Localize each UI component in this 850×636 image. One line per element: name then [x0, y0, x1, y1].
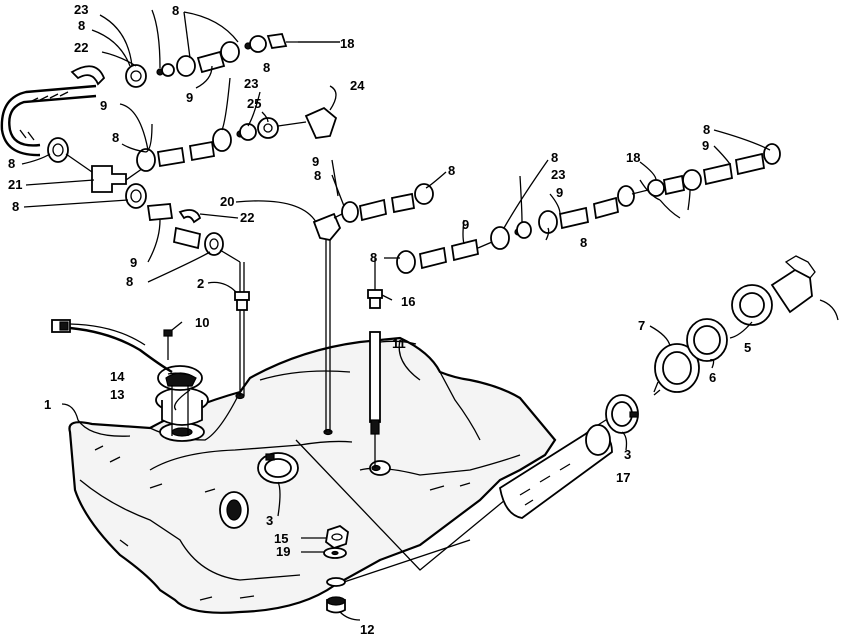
wiring-harness: [51, 319, 173, 374]
sender-screw: [163, 329, 173, 360]
fitting-16: [367, 258, 383, 309]
callout-label: 23: [551, 167, 565, 182]
callout-label: 3: [624, 447, 631, 462]
callout-label: 19: [276, 544, 290, 559]
callout-label: 23: [244, 76, 258, 91]
callout-label: 20: [220, 194, 234, 209]
callout-label: 8: [12, 199, 19, 214]
hose-routing-left: [0, 65, 241, 263]
callout-label: 21: [8, 177, 22, 192]
callout-label: 8: [112, 130, 119, 145]
hose-row-right: [396, 143, 781, 274]
callout-label: 8: [580, 235, 587, 250]
callout-label: 8: [172, 3, 179, 18]
callout-label: 9: [186, 90, 193, 105]
callout-label: 12: [360, 622, 374, 636]
vertical-line-center: [325, 236, 331, 432]
callout-label: 6: [709, 370, 716, 385]
callout-label: 8: [703, 122, 710, 137]
callout-label: 10: [195, 315, 209, 330]
callout-label: 25: [247, 96, 261, 111]
callout-label: 15: [274, 531, 288, 546]
callout-label: 8: [263, 60, 270, 75]
leader-lines: [21, 9, 771, 621]
callout-label: 24: [350, 78, 365, 93]
callout-label: 9: [130, 255, 137, 270]
callout-label: 8: [314, 168, 321, 183]
callout-label: 17: [616, 470, 630, 485]
fuel-sender-assembly: [155, 365, 209, 436]
filler-cap-assembly: [731, 255, 839, 326]
callout-label: 9: [100, 98, 107, 113]
callout-label: 9: [312, 154, 319, 169]
tank-mount: [326, 577, 346, 614]
filler-gasket: [686, 318, 728, 362]
callout-label: 23: [74, 2, 88, 17]
callout-label: 8: [448, 163, 455, 178]
callout-labels: 1 2 3 3 5 6 7 8 8 8 8 8 8 8 8 8 8 8 8 8 …: [8, 2, 751, 636]
callout-label: 8: [126, 274, 133, 289]
callout-label: 18: [626, 150, 640, 165]
callout-label: 5: [744, 340, 751, 355]
callout-label: 16: [401, 294, 415, 309]
fuel-tank: [68, 336, 557, 614]
nut: [325, 524, 349, 550]
callout-label: 22: [74, 40, 88, 55]
callout-label: 2: [197, 276, 204, 291]
callout-label: 7: [638, 318, 645, 333]
callout-label: 8: [551, 150, 558, 165]
callout-label: 22: [240, 210, 254, 225]
callout-label: 8: [78, 18, 85, 33]
callout-label: 18: [340, 36, 354, 51]
callout-label: 8: [370, 250, 377, 265]
hose-clamp-right: [605, 394, 639, 434]
callout-label: 3: [266, 513, 273, 528]
filler-neck-hose: [499, 424, 613, 519]
filler-neck-adapter: [653, 343, 700, 396]
callout-label: 9: [702, 138, 709, 153]
washer: [323, 547, 347, 559]
vertical-line-left: [239, 262, 245, 396]
vent-tube-11: [369, 331, 381, 468]
callout-label: 9: [462, 217, 469, 232]
hose-row-middle: [136, 106, 338, 172]
callout-label: 1: [44, 397, 51, 412]
hose-clamp-left: [257, 452, 299, 484]
callout-label: 13: [110, 387, 124, 402]
callout-label: 9: [556, 185, 563, 200]
elbow-fitting-20: [312, 212, 342, 241]
callout-label: 8: [8, 156, 15, 171]
callout-label: 14: [110, 369, 125, 384]
callout-label: 11: [392, 336, 406, 351]
fitting-2: [234, 291, 250, 311]
hose-row-top: [125, 33, 340, 88]
hose-row-center: [333, 183, 434, 223]
